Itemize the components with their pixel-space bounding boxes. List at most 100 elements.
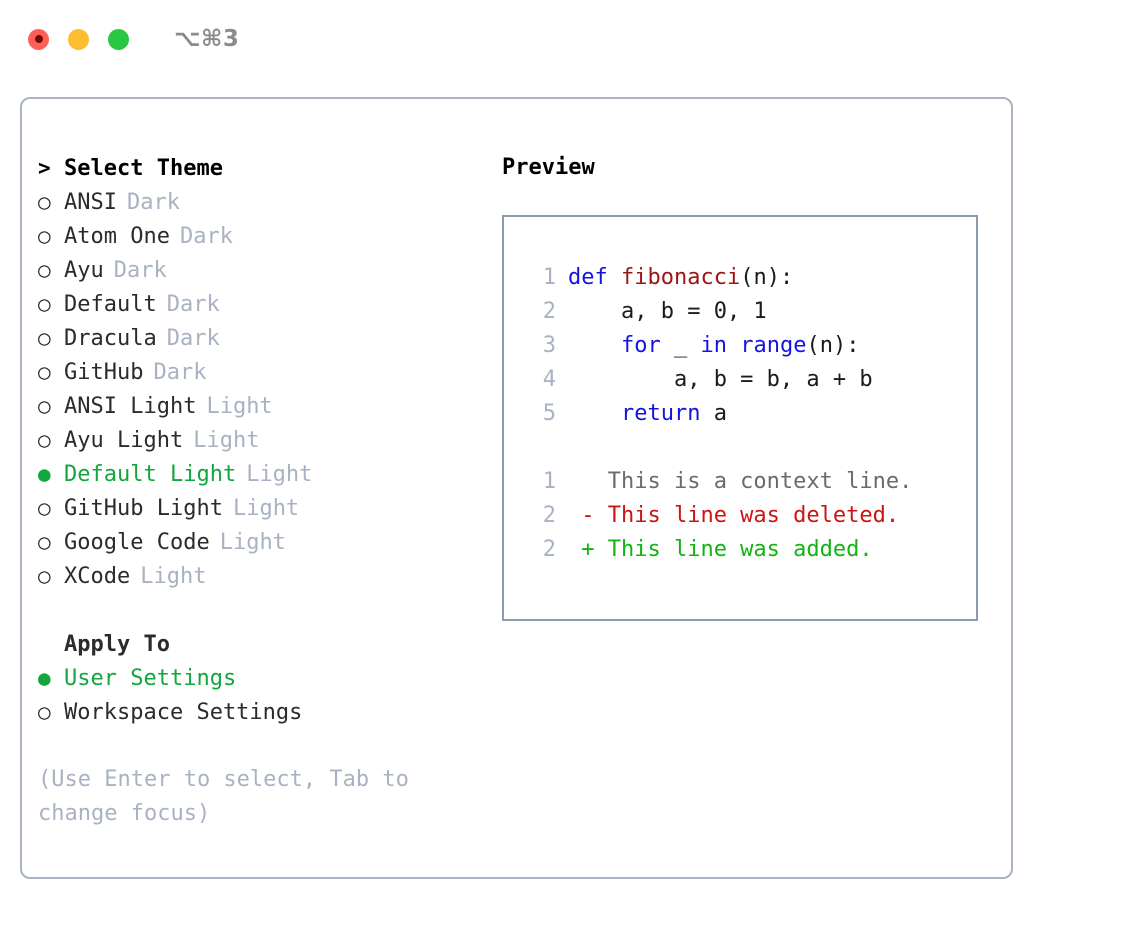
code-keyword: return	[620, 401, 701, 426]
code-plain	[568, 333, 621, 358]
title-bar: ⌥⌘3	[0, 0, 1140, 78]
theme-list-item[interactable]: ○ Dracula Dark	[38, 321, 478, 355]
apply-to-header: Apply To	[38, 627, 478, 661]
code-keyword: in range	[700, 333, 807, 358]
radio-unselected-icon[interactable]: ○	[38, 258, 51, 282]
theme-name: Google Code	[64, 530, 210, 555]
radio-unselected-icon[interactable]: ○	[38, 224, 51, 248]
theme-list-item[interactable]: ○ GitHub Dark	[38, 355, 478, 389]
code-line: 5 return a	[522, 397, 976, 431]
theme-variant-tag: Dark	[153, 360, 207, 385]
theme-list-item[interactable]: ● Default Light Light	[38, 457, 478, 491]
code-plain: (n):	[806, 333, 860, 358]
diff-line: 1 This is a context line.	[522, 465, 976, 499]
line-number: 5	[542, 401, 556, 426]
maximize-button[interactable]	[108, 28, 129, 50]
line-number: 4	[542, 367, 556, 392]
diff-text: + This line was added.	[568, 537, 873, 562]
code-keyword: def	[568, 265, 621, 290]
preview-title: Preview	[502, 155, 595, 180]
theme-name: GitHub Light	[64, 496, 223, 521]
radio-unselected-icon[interactable]: ○	[38, 496, 51, 520]
theme-name: ANSI Light	[64, 394, 197, 419]
theme-list-item[interactable]: ○ ANSI Light Light	[38, 389, 478, 423]
line-number: 2	[542, 503, 556, 528]
apply-to-option[interactable]: ○Workspace Settings	[38, 695, 478, 729]
code-text: for _ in range(n):	[568, 329, 859, 363]
theme-name: Default Light	[64, 462, 237, 487]
theme-list-item[interactable]: ○ GitHub Light Light	[38, 491, 478, 525]
close-button[interactable]	[28, 28, 49, 50]
theme-variant-tag: Light	[206, 394, 273, 419]
theme-name: Default	[64, 292, 157, 317]
code-line: 3 for _ in range(n):	[522, 329, 976, 363]
theme-list-item[interactable]: ○ XCode Light	[38, 559, 478, 593]
code-plain	[568, 401, 621, 426]
radio-unselected-icon[interactable]: ○	[38, 292, 51, 316]
code-plain: a, b = b, a + b	[568, 367, 873, 392]
theme-variant-tag: Dark	[166, 292, 220, 317]
code-plain: a, b = 0, 1	[568, 299, 767, 324]
apply-to-option-label: User Settings	[64, 666, 237, 691]
radio-unselected-icon[interactable]: ○	[38, 564, 51, 588]
code-text: return a	[568, 397, 727, 431]
code-plain: (n):	[740, 265, 794, 290]
theme-name: Dracula	[64, 326, 157, 351]
code-function-name: fibonacci	[620, 265, 741, 290]
radio-unselected-icon[interactable]: ○	[38, 700, 51, 724]
code-line: 2 a, b = 0, 1	[522, 295, 976, 329]
preview-gap	[522, 431, 976, 465]
code-text: a, b = 0, 1	[568, 295, 767, 329]
radio-unselected-icon[interactable]: ○	[38, 428, 51, 452]
diff-text: - This line was deleted.	[568, 503, 900, 528]
prompt-caret: >	[38, 156, 51, 180]
theme-name: Ayu Light	[64, 428, 184, 453]
theme-name: Ayu	[64, 258, 104, 283]
radio-unselected-icon[interactable]: ○	[38, 530, 51, 554]
window-title: ⌥⌘3	[174, 26, 240, 52]
radio-unselected-icon[interactable]: ○	[38, 190, 51, 214]
theme-list-item[interactable]: ○ ANSI Dark	[38, 185, 478, 219]
apply-to-indent	[38, 627, 64, 661]
diff-line: 2 + This line was added.	[522, 533, 976, 567]
radio-unselected-icon[interactable]: ○	[38, 360, 51, 384]
code-plain: a	[700, 401, 727, 426]
line-number: 1	[542, 265, 556, 290]
apply-to-label: Apply To	[64, 632, 170, 657]
theme-name: GitHub	[64, 360, 144, 385]
theme-name: ANSI	[64, 190, 117, 215]
page-title: Select Theme	[64, 156, 223, 181]
apply-to-list: ● User Settings ○Workspace Settings	[38, 661, 478, 729]
radio-unselected-icon[interactable]: ○	[38, 326, 51, 350]
theme-variant-tag: Dark	[126, 190, 180, 215]
theme-variant-tag: Light	[232, 496, 300, 521]
theme-list-item[interactable]: ○ Default Dark	[38, 287, 478, 321]
diff-line: 2 - This line was deleted.	[522, 499, 976, 533]
theme-variant-tag: Light	[246, 462, 313, 487]
theme-variant-tag: Light	[140, 564, 207, 589]
code-plain: _	[660, 333, 701, 358]
minimize-button[interactable]	[68, 28, 89, 50]
radio-selected-icon[interactable]: ●	[38, 666, 51, 690]
radio-unselected-icon[interactable]: ○	[38, 394, 51, 418]
radio-selected-icon[interactable]: ●	[38, 462, 51, 486]
theme-list-header: > Select Theme	[38, 151, 478, 185]
apply-to-option[interactable]: ● User Settings	[38, 661, 478, 695]
window-controls	[28, 28, 129, 50]
line-number: 2	[542, 537, 556, 562]
code-keyword: for	[620, 333, 661, 358]
theme-variant-tag: Dark	[166, 326, 220, 351]
keyboard-hint: (Use Enter to select, Tab to change focu…	[38, 767, 409, 826]
theme-name: XCode	[64, 564, 131, 589]
